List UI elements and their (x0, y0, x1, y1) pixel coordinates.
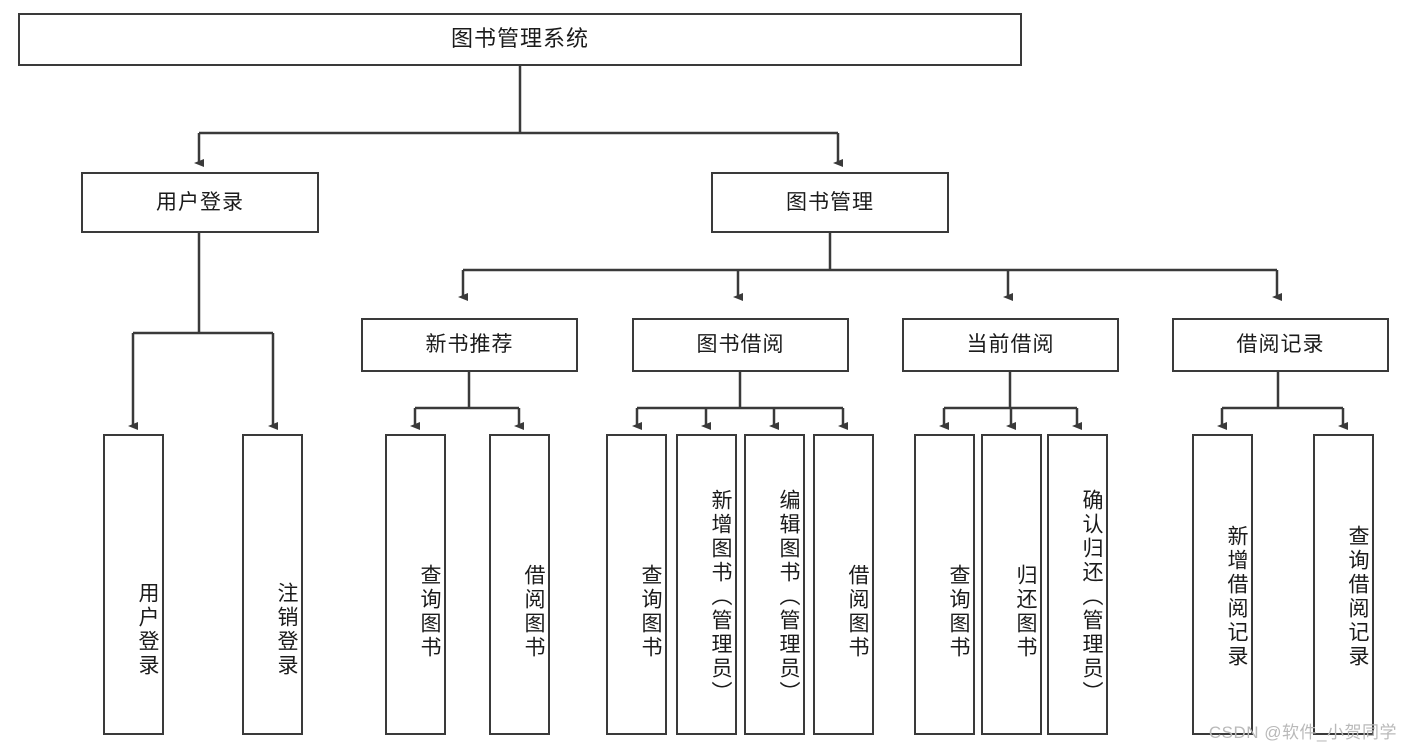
leaf-confirm-return[interactable]: 确认归还（管理员） (1047, 434, 1108, 735)
leaf-add-book-label: 新增图书（管理员） (709, 488, 732, 705)
leaf-add-record-label: 新增借阅记录 (1225, 524, 1248, 669)
leaf-query-book-3[interactable]: 查询图书 (914, 434, 975, 735)
node-book-borrow-label: 图书借阅 (696, 333, 785, 357)
leaf-return-book[interactable]: 归还图书 (981, 434, 1042, 735)
leaf-query-book-1[interactable]: 查询图书 (385, 434, 446, 735)
node-book-manage-label: 图书管理 (786, 190, 874, 214)
node-book-borrow[interactable]: 图书借阅 (632, 318, 849, 372)
node-borrow-record[interactable]: 借阅记录 (1172, 318, 1389, 372)
leaf-query-book-3-label: 查询图书 (947, 564, 970, 660)
leaf-borrow-book-1[interactable]: 借阅图书 (489, 434, 550, 735)
leaf-borrow-book-1-label: 借阅图书 (522, 564, 545, 660)
leaf-edit-book-label: 编辑图书（管理员） (777, 488, 800, 705)
leaf-query-book-2[interactable]: 查询图书 (606, 434, 667, 735)
leaf-logout-label: 注销登录 (275, 581, 298, 678)
leaf-query-book-2-label: 查询图书 (639, 564, 662, 660)
node-user-login[interactable]: 用户登录 (81, 172, 319, 233)
node-borrow-record-label: 借阅记录 (1236, 333, 1325, 357)
leaf-borrow-book-2-label: 借阅图书 (846, 564, 869, 660)
leaf-return-book-label: 归还图书 (1014, 564, 1037, 660)
node-root[interactable]: 图书管理系统 (18, 13, 1022, 66)
node-new-book-rec[interactable]: 新书推荐 (361, 318, 578, 372)
node-current-borrow-label: 当前借阅 (966, 333, 1055, 357)
leaf-query-record-label: 查询借阅记录 (1346, 524, 1369, 669)
leaf-confirm-return-label: 确认归还（管理员） (1080, 488, 1103, 705)
leaf-user-login-label: 用户登录 (136, 581, 159, 678)
leaf-query-book-1-label: 查询图书 (418, 564, 441, 660)
leaf-query-record[interactable]: 查询借阅记录 (1313, 434, 1374, 735)
node-user-login-label: 用户登录 (156, 190, 244, 214)
leaf-add-book[interactable]: 新增图书（管理员） (676, 434, 737, 735)
leaf-user-login[interactable]: 用户登录 (103, 434, 164, 735)
watermark: CSDN @软件_小贺同学 (1208, 723, 1397, 742)
node-new-book-rec-label: 新书推荐 (425, 333, 514, 357)
node-root-label: 图书管理系统 (450, 26, 589, 52)
node-current-borrow[interactable]: 当前借阅 (902, 318, 1119, 372)
leaf-borrow-book-2[interactable]: 借阅图书 (813, 434, 874, 735)
leaf-edit-book[interactable]: 编辑图书（管理员） (744, 434, 805, 735)
leaf-logout[interactable]: 注销登录 (242, 434, 303, 735)
node-book-manage[interactable]: 图书管理 (711, 172, 949, 233)
leaf-add-record[interactable]: 新增借阅记录 (1192, 434, 1253, 735)
